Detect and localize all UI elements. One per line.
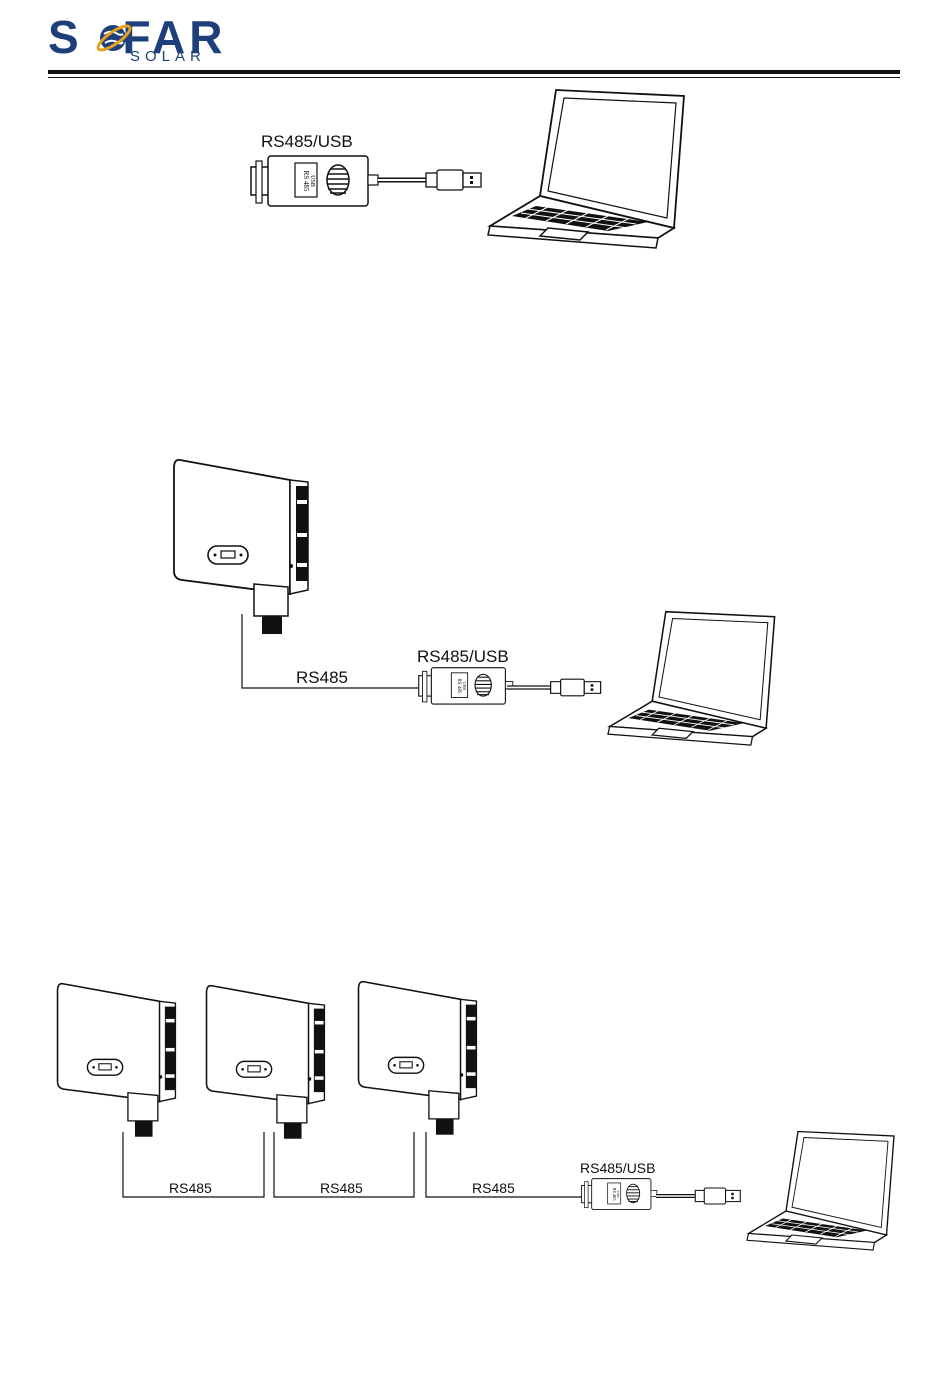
fig2-usb-cable: [507, 675, 607, 700]
fig2-cable-label: RS485: [296, 668, 348, 688]
svg-text:USB: USB: [462, 682, 467, 691]
svg-text:RS 485: RS 485: [456, 678, 462, 694]
fig1-rs485-usb-converter: RS 485 USB: [250, 155, 385, 210]
fig1-converter-label: RS485/USB: [261, 132, 353, 152]
header-rule-thick: [48, 70, 900, 74]
fig3-converter-label: RS485/USB: [580, 1160, 655, 1176]
header-rule-thin: [48, 77, 900, 78]
fig3-usb-cable: [656, 1184, 746, 1208]
fig3-inverter-2: [203, 984, 335, 1144]
fig3-rs485-usb-converter: RS 485 USB: [581, 1178, 661, 1212]
fig2-converter-label: RS485/USB: [417, 647, 509, 667]
fig1-laptop: [488, 88, 688, 268]
fig3-cable-label-1: RS485: [169, 1180, 212, 1196]
globe-icon: [94, 18, 134, 58]
fig1-usb-cable: [378, 165, 488, 195]
fig3-inverter-1: [54, 982, 186, 1142]
svg-text:USB: USB: [309, 175, 315, 187]
sofar-solar-logo: SOFAR SOLAR: [48, 12, 248, 64]
fig2-laptop: [608, 610, 778, 762]
fig3-cable-label-3: RS485: [472, 1180, 515, 1196]
fig2-rs485-usb-converter: RS 485 USB: [418, 667, 518, 707]
svg-text:USB: USB: [616, 1190, 620, 1198]
svg-text:RS 485: RS 485: [302, 171, 310, 192]
fig3-cable-label-2: RS485: [320, 1180, 363, 1196]
fig3-inverter-3: [355, 980, 487, 1140]
logo-subtext: SOLAR: [130, 48, 206, 65]
fig3-laptop: [747, 1130, 897, 1265]
